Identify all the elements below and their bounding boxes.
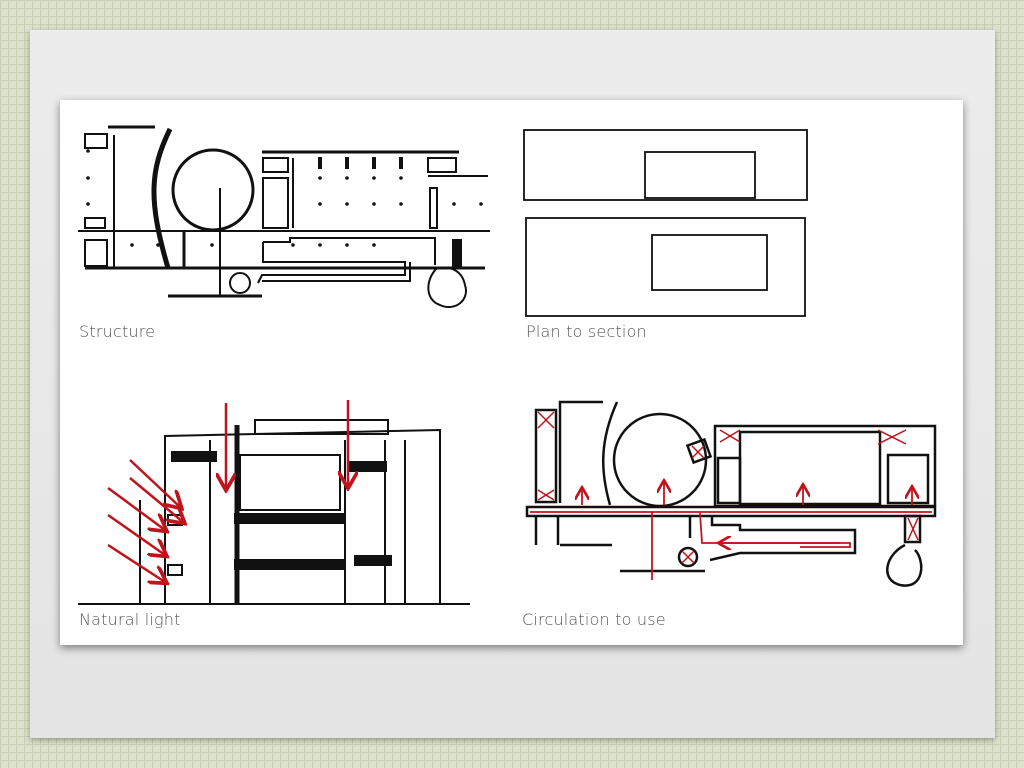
structure-label: Structure <box>79 322 156 341</box>
structure-drawing <box>78 125 490 308</box>
plan-to-section-drawing <box>523 129 808 317</box>
light-arrows <box>107 400 348 582</box>
natural-light-drawing <box>78 419 470 605</box>
plan-to-section-label: Plan to section <box>526 322 647 341</box>
circulation-drawing <box>525 400 937 587</box>
natural-light-label: Natural light <box>79 610 181 629</box>
circulation-arrows <box>530 411 932 580</box>
circulation-to-use-label: Circulation to use <box>522 610 666 629</box>
